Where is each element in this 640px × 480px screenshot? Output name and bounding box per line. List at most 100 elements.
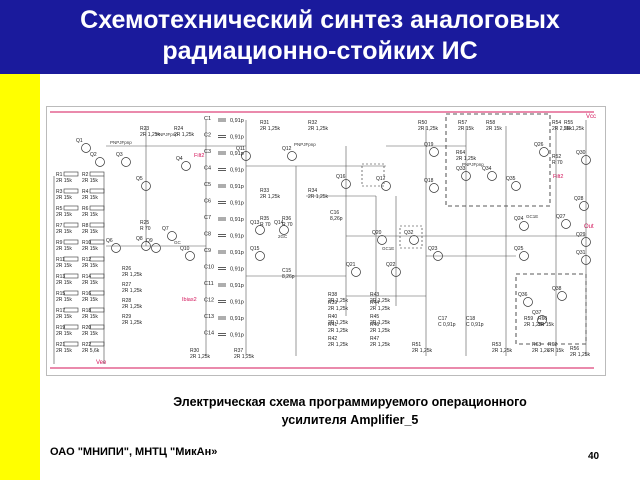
transistor-symbol — [279, 225, 289, 235]
resistor-value: 2R 1,25k — [308, 126, 329, 132]
resistor-ref: R44 — [370, 300, 379, 306]
transistor-symbol — [519, 221, 529, 231]
transistor-ref: Q10 — [180, 246, 190, 252]
resistor-ref: R42 — [328, 336, 337, 342]
resistor-value: 2R 15k — [56, 263, 72, 269]
dashed-block-small1 — [361, 163, 385, 187]
resistor-value: 2R 15k — [56, 314, 72, 320]
transistor-ref: Q15 — [250, 246, 260, 252]
resistor-value: 2R 1,25k — [492, 348, 513, 354]
resistor-value: 2R 1,25k — [122, 304, 143, 310]
transistor-ref: Q30 — [576, 150, 586, 156]
resistor-symbol — [89, 256, 105, 262]
resistor-symbol — [63, 222, 79, 228]
transistor-symbol — [519, 251, 529, 261]
resistor-value: 2R 15k — [82, 280, 98, 286]
transistor-symbol — [429, 183, 439, 193]
transistor-ref: Q37 — [532, 310, 542, 316]
resistor-value: 2R 15k — [82, 246, 98, 252]
left-accent-stripe — [0, 74, 40, 480]
capacitor-value: 0,91p — [230, 168, 244, 174]
transistor-ref: Q8 — [136, 236, 143, 242]
resistor-symbol — [89, 171, 105, 177]
resistor-ref: R3 — [56, 189, 63, 195]
resistor-value: R 70 — [260, 222, 271, 228]
transistor-ref: Q32 — [404, 230, 414, 236]
capacitor-ref: C13 — [204, 314, 214, 320]
resistor-value: 2R 15k — [56, 348, 72, 354]
transistor-ref: Q36 — [518, 292, 528, 298]
resistor-value: 2R 15k — [56, 331, 72, 337]
resistor-ref: R31 — [260, 120, 269, 126]
transistor-symbol — [537, 315, 547, 325]
capacitor-value: 0,91p — [230, 151, 244, 157]
caption-line1: Электрическая схема программируемого опе… — [173, 395, 527, 409]
transistor-symbol — [523, 297, 533, 307]
resistor-ref: R14 — [82, 274, 91, 280]
capacitor-ref: C4 — [204, 166, 211, 172]
resistor-value: 2R 1,25k — [370, 298, 391, 304]
capacitor-value: 0,91p — [230, 316, 244, 322]
resistor-ref: R19 — [56, 325, 65, 331]
resistor-ref: R46 — [370, 322, 379, 328]
resistor-ref: R22 — [82, 342, 91, 348]
resistor-ref: R13 — [56, 274, 65, 280]
transistor-symbol — [111, 243, 121, 253]
capacitor-value: 0,91p — [230, 234, 244, 240]
resistor-value: 2R 1,25k — [328, 320, 349, 326]
capacitor-value: 8,26p — [282, 274, 295, 280]
resistor-symbol — [63, 188, 79, 194]
transistor-ref: Q4 — [176, 156, 183, 162]
capacitor-ref: C17 — [438, 316, 447, 322]
resistor-ref: R47 — [370, 336, 379, 342]
capacitor-ref: C2 — [204, 133, 211, 139]
resistor-symbol — [63, 273, 79, 279]
resistor-value: 2R 1,25k — [370, 320, 391, 326]
resistor-ref: R39 — [328, 300, 337, 306]
resistor-symbol — [89, 273, 105, 279]
resistor-ref: R10 — [82, 240, 91, 246]
resistor-value: 2R 5,6k — [82, 348, 100, 354]
capacitor-ref: C1 — [204, 116, 211, 122]
capacitor-value: 8,26p — [330, 216, 343, 222]
capacitor-ref: C7 — [204, 215, 211, 221]
capacitor-value: 0,91p — [230, 135, 244, 141]
capacitor-ref: C12 — [204, 298, 214, 304]
transistor-ref: Q23 — [428, 246, 438, 252]
resistor-ref: R43 — [370, 292, 379, 298]
transistor-symbol — [81, 143, 91, 153]
transistor-ref: Q5 — [136, 176, 143, 182]
resistor-value: 2R 1,25k — [570, 352, 591, 358]
resistor-ref: R6 — [82, 206, 89, 212]
resistor-ref: R23 — [140, 126, 149, 132]
resistor-value: 2R 1,25k — [418, 126, 439, 132]
resistor-ref: R53 — [492, 342, 501, 348]
resistor-ref: R15 — [56, 291, 65, 297]
resistor-ref: R34 — [308, 188, 317, 194]
resistor-ref: R54 — [552, 120, 561, 126]
transistor-type: GC1E — [382, 246, 394, 251]
transistor-symbol — [381, 181, 391, 191]
resistor-symbol — [89, 324, 105, 330]
capacitor-value: 0,91p — [230, 300, 244, 306]
transistor-ref: Q3 — [116, 152, 123, 158]
resistor-value: 2R 1,25k — [328, 298, 349, 304]
transistor-type: GC — [174, 240, 182, 245]
resistor-value: 2R 15k — [56, 178, 72, 184]
resistor-value: 2R 15k — [82, 331, 98, 337]
dashed-block-top — [445, 113, 551, 207]
transistor-symbol — [167, 231, 177, 241]
transistor-ref: Q2 — [90, 152, 97, 158]
transistor-ref: Q31 — [576, 250, 586, 256]
resistor-value: 2R 1,25k — [174, 132, 195, 138]
resistor-ref: R50 — [418, 120, 427, 126]
resistor-ref: R11 — [56, 257, 65, 263]
transistor-ref: Q12 — [282, 146, 292, 152]
resistor-value: R 70 — [552, 160, 563, 166]
transistor-ref: Q28 — [574, 196, 584, 202]
resistor-ref: R8 — [82, 223, 89, 229]
resistor-value: 2R 1,25k — [190, 354, 211, 360]
resistor-value: 2R 1,2k — [532, 348, 550, 354]
transistor-ref: Q7 — [162, 226, 169, 232]
